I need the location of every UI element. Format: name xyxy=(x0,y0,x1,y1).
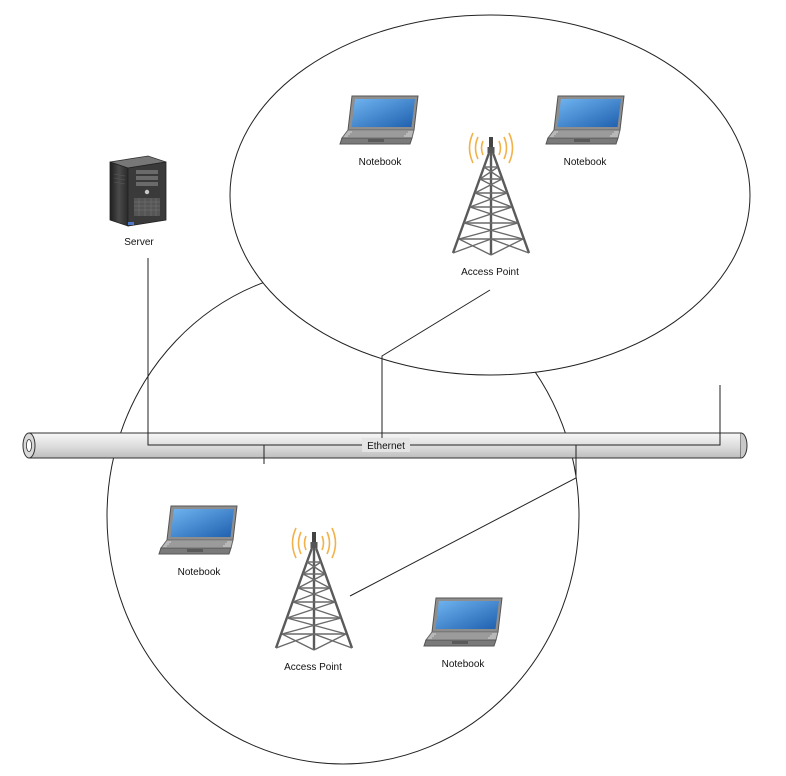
ap-bottom-link xyxy=(349,445,577,597)
notebook-top-left[interactable]: Notebook xyxy=(339,95,419,168)
notebook-top-right-label: Notebook xyxy=(564,157,608,168)
access-point-bottom-label: Access Point xyxy=(284,662,342,673)
server-node[interactable]: Server xyxy=(109,155,167,248)
access-point-top-label: Access Point xyxy=(461,267,519,278)
server-label: Server xyxy=(124,237,154,248)
notebook-bottom-right[interactable]: Notebook xyxy=(423,597,503,670)
access-point-bottom[interactable]: Access Point xyxy=(274,526,354,673)
connection-lines xyxy=(147,258,721,597)
ethernet-label: Ethernet xyxy=(367,441,405,452)
laptop-icon xyxy=(423,597,503,647)
notebook-bottom-left-label: Notebook xyxy=(178,567,222,578)
laptop-icon xyxy=(339,95,419,145)
notebook-bottom-right-label: Notebook xyxy=(442,659,486,670)
server-tower-icon xyxy=(109,155,167,227)
ethernet-label-bg xyxy=(362,438,410,452)
laptop-icon xyxy=(158,505,238,555)
ap-top-link xyxy=(381,289,491,445)
radio-tower-icon xyxy=(274,526,354,652)
notebook-top-right[interactable]: Notebook xyxy=(545,95,625,168)
server-link xyxy=(147,258,721,446)
notebook-top-left-label: Notebook xyxy=(359,157,403,168)
access-point-top[interactable]: Access Point xyxy=(451,131,531,278)
laptop-icon xyxy=(545,95,625,145)
notebook-bottom-left[interactable]: Notebook xyxy=(158,505,238,578)
